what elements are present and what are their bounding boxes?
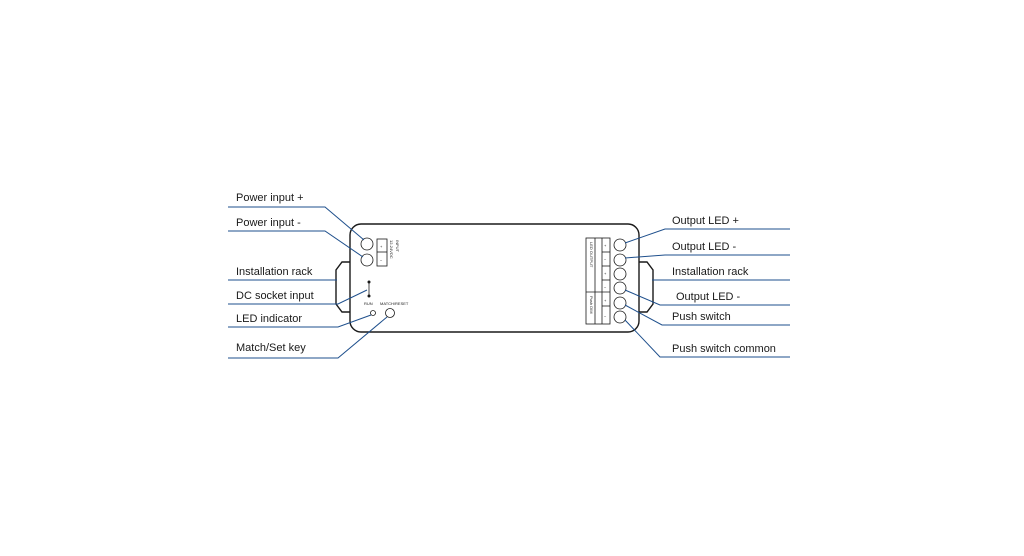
- output-plus-symbol: +: [604, 271, 607, 276]
- input-title-text: INPUT: [395, 240, 400, 253]
- label-push-switch-common: Push switch common: [672, 343, 776, 355]
- output-terminal-frame: [585, 237, 611, 325]
- label-dc-socket-input: DC socket input: [236, 290, 314, 302]
- push-switch-common-terminal: [613, 310, 627, 324]
- match-set-key[interactable]: [385, 308, 395, 318]
- left-labels: Power input + Power input - Installation…: [236, 192, 314, 354]
- left-leader-lines: [228, 206, 388, 359]
- leader-led-indicator: [228, 314, 372, 328]
- label-output-led-plus: Output LED +: [672, 215, 739, 227]
- leader-push-switch-common: [624, 319, 790, 358]
- push-plus-symbol: +: [604, 298, 607, 303]
- led-indicator: [370, 310, 376, 316]
- leader-output-led-plus: [624, 228, 790, 244]
- controller-case: [349, 223, 640, 333]
- leader-match-set-key: [228, 316, 388, 359]
- label-output-led-minus-2: Output LED -: [676, 291, 741, 303]
- input-plus-symbol: +: [380, 244, 383, 249]
- label-power-input-plus: Power input +: [236, 192, 304, 204]
- leader-push-switch: [624, 304, 790, 326]
- leader-output-led-minus-2: [624, 289, 790, 306]
- left-installation-rack: [335, 261, 350, 313]
- match-reset-label: MATCH/RESET: [380, 301, 409, 306]
- right-leader-lines: [624, 228, 790, 358]
- input-terminal-block: + − 12-24VDC INPUT: [360, 237, 400, 267]
- label-power-input-minus: Power input -: [236, 217, 301, 229]
- output-terminal-block: LED OUTPUT Push DIM + − + − + −: [585, 237, 627, 325]
- label-led-indicator: LED indicator: [236, 313, 302, 325]
- push-dim-title: Push DIM: [589, 296, 594, 314]
- power-input-plus-terminal: [360, 237, 374, 251]
- leader-dc-socket-input: [228, 289, 368, 305]
- output-minus-symbol: −: [604, 285, 607, 290]
- run-label: RUN: [364, 301, 373, 306]
- leader-power-input-minus: [228, 230, 364, 258]
- push-minus-symbol: −: [604, 314, 607, 319]
- label-output-led-minus-1: Output LED -: [672, 241, 737, 253]
- power-input-minus-terminal: [360, 253, 374, 267]
- label-push-switch: Push switch: [672, 311, 731, 323]
- right-labels: Output LED + Output LED - Installation r…: [672, 215, 776, 355]
- output-minus-symbol: −: [604, 257, 607, 262]
- dc-socket-pin: [367, 294, 371, 298]
- output-led-minus-terminal: [613, 281, 627, 295]
- label-match-set-key: Match/Set key: [236, 342, 306, 354]
- leader-output-led-minus-1: [624, 254, 790, 259]
- label-installation-rack-right: Installation rack: [672, 266, 749, 278]
- controller-body: [335, 223, 654, 333]
- output-led-plus-terminal: [613, 238, 627, 252]
- input-minus-symbol: −: [380, 258, 383, 263]
- dc-socket: [367, 280, 371, 298]
- input-polarity-box: [376, 238, 388, 267]
- output-plus-symbol: +: [604, 243, 607, 248]
- label-installation-rack-left: Installation rack: [236, 266, 313, 278]
- input-voltage-text: 12-24VDC: [389, 240, 394, 259]
- indicator-and-key: RUN MATCH/RESET: [364, 301, 409, 318]
- led-output-title: LED OUTPUT: [589, 242, 594, 268]
- output-led-plus-terminal: [613, 267, 627, 281]
- right-installation-rack: [639, 261, 654, 313]
- output-led-minus-terminal: [613, 253, 627, 267]
- push-switch-terminal: [613, 296, 627, 310]
- leader-power-input-plus: [228, 206, 365, 241]
